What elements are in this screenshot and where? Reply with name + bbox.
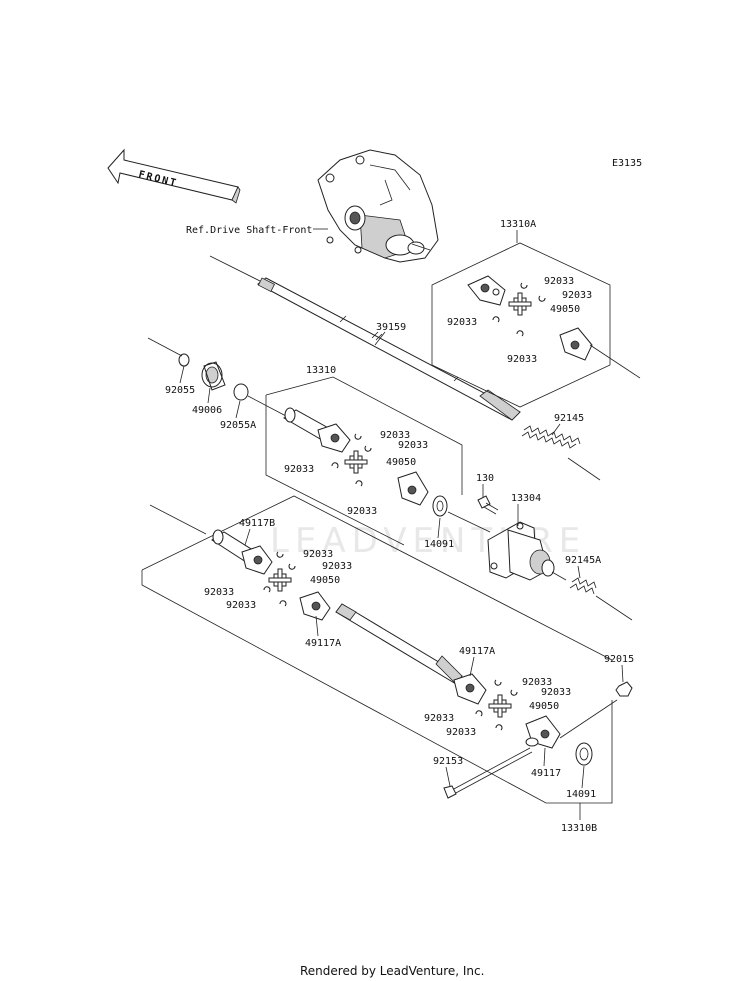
cross-joint-49050-low-right: [488, 694, 512, 718]
bolt-92153: [443, 747, 533, 799]
label-39159: 39159: [376, 322, 406, 333]
washer-14091-top: [432, 495, 448, 517]
circlip-icon: [355, 480, 363, 487]
front-arrow-icon: FRONT: [107, 148, 241, 204]
label-92033: 92033: [398, 440, 428, 451]
label-92033: 92033: [522, 677, 552, 688]
circlip-icon: [516, 330, 524, 337]
label-49050: 49050: [310, 575, 340, 586]
label-92033: 92033: [284, 464, 314, 475]
yoke-13310A-front: [467, 275, 506, 306]
circlip-icon: [331, 462, 339, 469]
yoke-13310A-rear: [559, 327, 593, 361]
yoke-49117A-right: [453, 673, 487, 705]
spring-92145A: [569, 577, 597, 595]
label-14091-bottom: 14091: [566, 789, 596, 800]
label-92055: 92055: [165, 385, 195, 396]
label-92145: 92145: [554, 413, 584, 424]
label-92015: 92015: [604, 654, 634, 665]
label-92033: 92033: [204, 587, 234, 598]
label-92055A: 92055A: [220, 420, 256, 431]
label-13310B: 13310B: [561, 823, 597, 834]
footer-credit: Rendered by LeadVenture, Inc.: [300, 964, 484, 978]
yoke-49117A-left: [299, 591, 331, 621]
circlip-icon: [510, 689, 518, 696]
spring-92145: [521, 425, 581, 449]
slip-yoke-13310: [283, 407, 351, 453]
yoke-13310-rear: [397, 471, 429, 506]
label-13310A: 13310A: [500, 219, 536, 230]
label-49117B: 49117B: [239, 518, 275, 529]
label-92033: 92033: [322, 561, 352, 572]
label-14091-top: 14091: [424, 539, 454, 550]
label-49117A-left: 49117A: [305, 638, 341, 649]
label-13310: 13310: [306, 365, 336, 376]
label-49050: 49050: [529, 701, 559, 712]
label-92033: 92033: [562, 290, 592, 301]
circlip-icon: [263, 586, 271, 593]
label-92033: 92033: [447, 317, 477, 328]
cross-joint-49050-top: [508, 292, 532, 316]
o-ring-92055: [178, 353, 190, 367]
circlip-icon: [354, 433, 362, 440]
housing-13304: [487, 521, 555, 581]
group-box-13310A: [431, 242, 611, 408]
label-92033: 92033: [380, 430, 410, 441]
label-92033: 92033: [303, 549, 333, 560]
group-box-13310: [265, 376, 463, 546]
label-92033: 92033: [544, 276, 574, 287]
ref-drive-shaft-front-label: Ref.Drive Shaft-Front: [186, 225, 312, 236]
propeller-shaft: [335, 603, 463, 685]
yoke-49117B: [211, 529, 273, 575]
bushing-49006: [201, 361, 226, 391]
label-92033: 92033: [507, 354, 537, 365]
cross-joint-49050-low-left: [268, 568, 292, 592]
yoke-49117: [525, 715, 561, 749]
circlip-icon: [276, 551, 284, 558]
nut-92015: [615, 681, 633, 697]
circlip-icon: [364, 445, 372, 452]
circlip-icon: [279, 600, 287, 607]
washer-14091-bottom: [575, 742, 593, 766]
label-49006: 49006: [192, 405, 222, 416]
label-92153: 92153: [433, 756, 463, 767]
label-49117: 49117: [531, 768, 561, 779]
circlip-icon: [475, 710, 483, 717]
circlip-icon: [494, 679, 502, 686]
bolt-130: [477, 495, 499, 515]
drive-shaft-39159: [209, 255, 521, 421]
label-130: 130: [476, 473, 494, 484]
label-92033: 92033: [446, 727, 476, 738]
diagram-code: E3135: [612, 158, 642, 169]
label-49050: 49050: [386, 457, 416, 468]
group-box-13310B: [141, 495, 613, 804]
cross-joint-49050-mid: [344, 450, 368, 474]
label-92033: 92033: [541, 687, 571, 698]
circlip-icon: [492, 316, 500, 323]
label-92145A: 92145A: [565, 555, 601, 566]
final-drive-gear-case: [317, 149, 439, 263]
circlip-icon: [520, 282, 528, 289]
label-92033: 92033: [347, 506, 377, 517]
label-92033: 92033: [424, 713, 454, 724]
circlip-icon: [495, 724, 503, 731]
circlip-icon: [538, 295, 546, 302]
label-92033: 92033: [226, 600, 256, 611]
o-ring-92055A: [233, 383, 249, 401]
circlip-icon: [288, 563, 296, 570]
label-49117A-right: 49117A: [459, 646, 495, 657]
label-49050: 49050: [550, 304, 580, 315]
label-13304: 13304: [511, 493, 541, 504]
